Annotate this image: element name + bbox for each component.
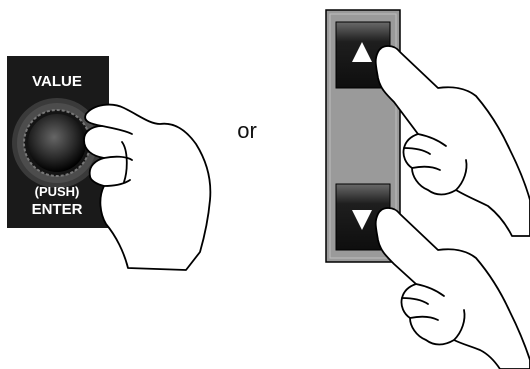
down-glyph-text: ▼	[0, 0, 1, 1]
or-separator: or	[237, 118, 257, 143]
hand-icon	[376, 208, 530, 369]
up-glyph-text: ▲	[0, 0, 1, 1]
push-label: (PUSH)	[35, 184, 80, 199]
value-label: VALUE	[32, 73, 82, 90]
hand-icon	[84, 105, 210, 270]
enter-label: ENTER	[32, 201, 83, 218]
